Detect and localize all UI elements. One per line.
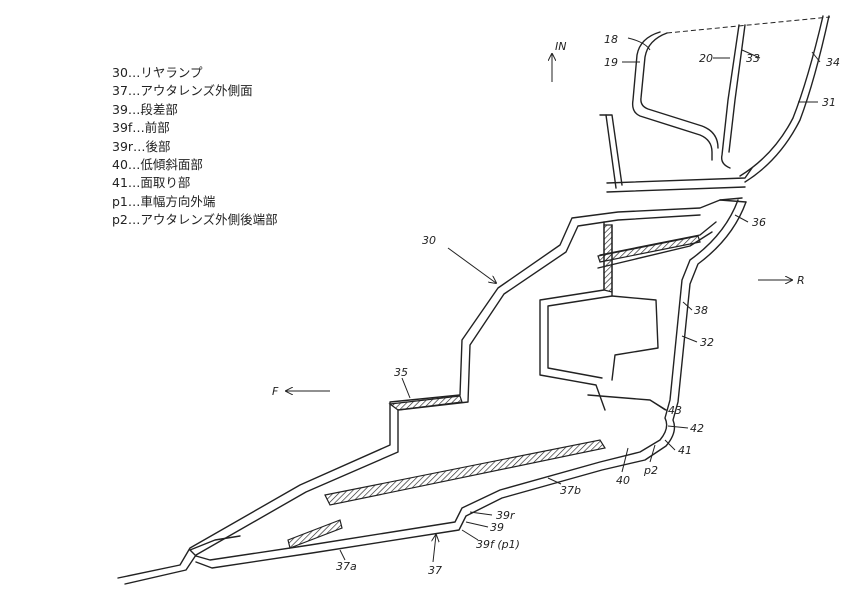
label-31: 31 [822,96,836,109]
reference-labels: IN R F 18 19 20 33 34 31 36 30 38 32 35 … [272,33,840,577]
label-42: 42 [690,422,704,435]
label-32: 32 [700,336,714,349]
label-19: 19 [604,56,618,69]
legend-item-p1: p1…車幅方向外端 [112,193,216,209]
label-30: 30 [422,234,436,247]
label-43: 43 [668,404,682,417]
label-20: 20 [699,52,713,65]
legend-item-41: 41…面取り部 [112,175,191,191]
legend-item-39: 39…段差部 [112,101,178,117]
label-39f-p1: 39f (p1) [476,538,520,551]
direction-in-label: IN [555,40,566,53]
legend-item-39r: 39r…後部 [112,138,171,154]
hatched-extension [287,224,701,549]
legend-item-30: 30…リヤランプ [112,65,203,80]
body-panel-upper [599,15,831,193]
legend-item-39f: 39f…前部 [112,120,170,136]
label-18: 18 [604,33,618,46]
direction-arrows [286,54,792,391]
outer-lens [189,199,747,569]
label-36: 36 [752,216,766,229]
leader-lines [339,37,821,563]
label-39: 39 [490,521,504,534]
direction-front-label: F [272,385,279,398]
legend-list: 30…リヤランプ 37…アウタレンズ外側面 39…段差部 39f…前部 39r…… [112,64,278,230]
label-37b: 37b [560,484,581,497]
label-p2: p2 [643,464,658,477]
legend-item-37: 37…アウタレンズ外側面 [112,83,253,99]
label-39r: 39r [496,509,516,522]
label-41: 41 [678,444,692,457]
direction-rear-label: R [797,274,805,287]
label-33: 33 [746,52,760,65]
label-38: 38 [694,304,708,317]
legend-item-p2: p2…アウタレンズ外側後端部 [112,212,278,228]
label-37: 37 [428,564,442,577]
label-34: 34 [826,56,840,69]
label-40: 40 [616,474,630,487]
label-37a: 37a [336,560,357,573]
label-35: 35 [394,366,408,379]
legend-item-40: 40…低傾斜面部 [112,157,203,173]
